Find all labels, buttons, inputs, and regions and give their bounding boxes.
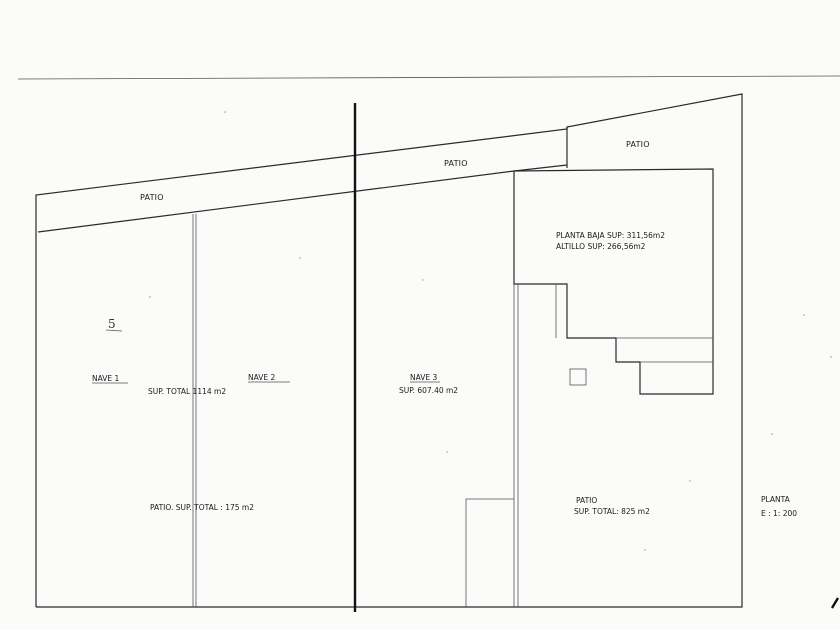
scan-speck — [299, 257, 301, 259]
label-nave-2: NAVE 2 — [248, 373, 276, 382]
label-patio-sup-total: PATIO. SUP. TOTAL : 175 m2 — [150, 503, 254, 512]
scan-speck — [644, 549, 646, 551]
hand-mark: 5 — [108, 317, 116, 331]
label-patio-right: PATIO — [626, 140, 650, 149]
hand-mark-underline — [105, 329, 123, 332]
plot-boundary — [35, 93, 743, 608]
label-altillo: ALTILLO SUP: 266,56m2 — [556, 242, 646, 251]
label-planta-baja: PLANTA BAJA SUP: 311,56m2 — [556, 231, 665, 240]
scan-speck — [446, 451, 448, 453]
label-patio-lower-area: SUP. TOTAL: 825 m2 — [574, 507, 650, 516]
scan-speck — [830, 356, 832, 358]
label-nave-1: NAVE 1 — [92, 374, 120, 383]
planta-baja-outline — [513, 168, 714, 395]
label-planta: PLANTA — [761, 495, 791, 504]
patio-strip-inner-line — [37, 170, 515, 233]
scan-speck — [422, 279, 424, 281]
label-patio-left: PATIO — [140, 193, 164, 202]
label-escala: E : 1: 200 — [761, 509, 797, 518]
label-nave-12-area: SUP. TOTAL 1114 m2 — [148, 387, 226, 396]
label-nave-3: NAVE 3 — [410, 373, 438, 382]
corner-mark — [830, 597, 840, 609]
label-patio-lower: PATIO — [576, 496, 597, 505]
patio-strip-inner-line-2 — [513, 164, 568, 172]
scan-speck — [803, 314, 805, 316]
scan-speck — [771, 433, 773, 435]
scan-speck — [224, 111, 226, 113]
label-nave-3-area: SUP. 607.40 m2 — [399, 386, 458, 395]
scan-speck — [149, 296, 151, 298]
reference-line — [17, 75, 840, 80]
scan-speck — [689, 480, 691, 482]
pillar-box — [569, 368, 587, 386]
small-annex — [465, 498, 514, 607]
label-patio-middle: PATIO — [444, 159, 468, 168]
